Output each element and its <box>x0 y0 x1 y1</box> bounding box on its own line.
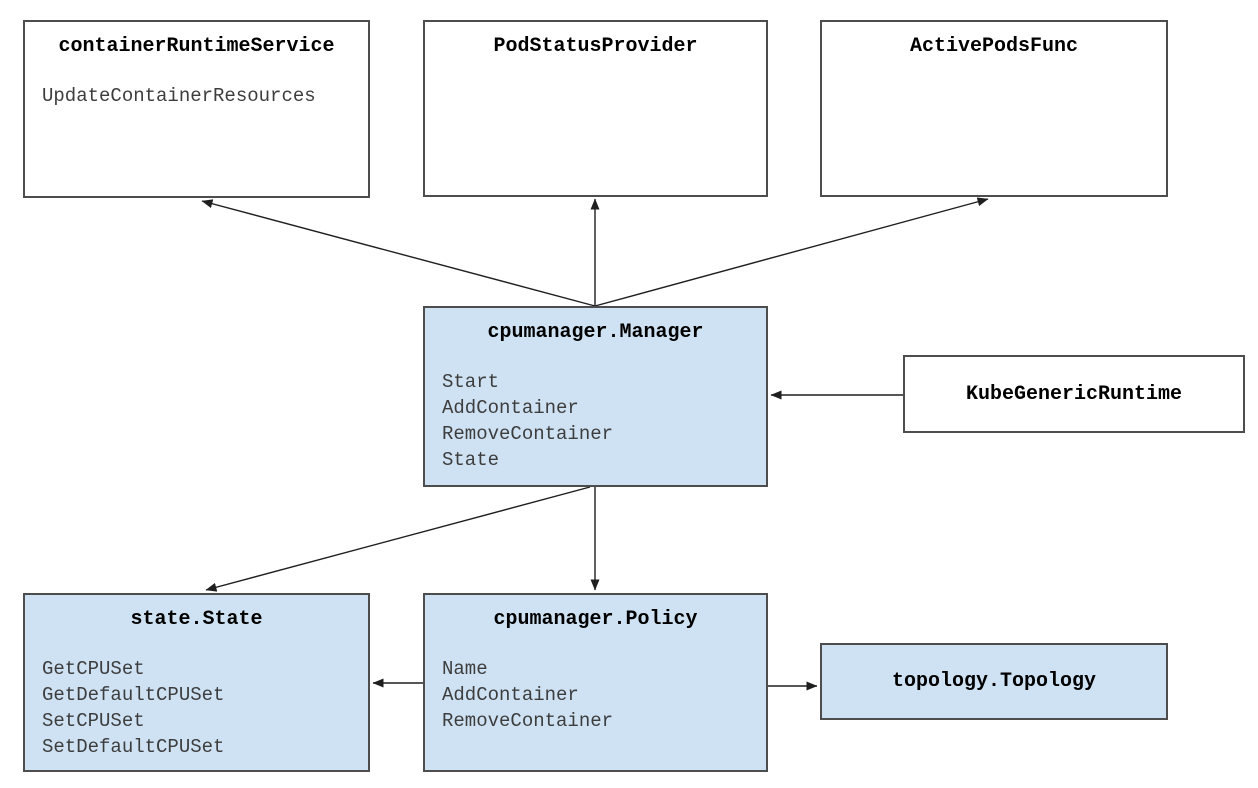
arrow-manager-to-active-pods-func <box>594 197 989 307</box>
method-line: SetCPUSet <box>42 710 145 732</box>
node-container-runtime-service: containerRuntimeService UpdateContainerR… <box>23 20 370 198</box>
method-line: SetDefaultCPUSet <box>42 736 225 758</box>
node-title: PodStatusProvider <box>493 35 698 58</box>
node-pod-status-provider: PodStatusProvider <box>423 20 768 197</box>
node-active-pods-func: ActivePodsFunc <box>820 20 1168 197</box>
node-title: containerRuntimeService <box>58 35 335 58</box>
method-line: GetCPUSet <box>42 658 145 680</box>
node-method-list: UpdateContainerResources <box>25 83 368 109</box>
method-line: Start <box>442 371 500 393</box>
node-cpumanager-policy: cpumanager.Policy Name AddContainer Remo… <box>423 593 768 772</box>
method-line: AddContainer <box>442 397 579 419</box>
node-method-list: Name AddContainer RemoveContainer <box>425 656 766 734</box>
node-state-state: state.State GetCPUSet GetDefaultCPUSet S… <box>23 593 370 772</box>
node-method-list: Start AddContainer RemoveContainer State <box>425 369 766 473</box>
node-title: cpumanager.Policy <box>493 608 698 631</box>
node-title: ActivePodsFunc <box>909 35 1079 58</box>
method-line: RemoveContainer <box>442 710 614 732</box>
node-topology-topology: topology.Topology <box>820 643 1168 720</box>
method-line: GetDefaultCPUSet <box>42 684 225 706</box>
method-line: State <box>442 449 500 471</box>
node-title: state.State <box>130 608 263 631</box>
method-line: UpdateContainerResources <box>42 85 316 107</box>
node-title: topology.Topology <box>891 670 1097 693</box>
node-cpumanager-manager: cpumanager.Manager Start AddContainer Re… <box>423 306 768 487</box>
node-title: KubeGenericRuntime <box>965 382 1183 406</box>
arrow-manager-to-state-state <box>205 486 591 592</box>
node-title: cpumanager.Manager <box>487 321 704 344</box>
method-line: Name <box>442 658 488 680</box>
method-line: AddContainer <box>442 684 579 706</box>
node-kube-generic-runtime: KubeGenericRuntime <box>903 355 1245 433</box>
arrow-manager-to-container-runtime-service <box>201 199 596 307</box>
node-method-list: GetCPUSet GetDefaultCPUSet SetCPUSet Set… <box>25 656 368 760</box>
method-line: RemoveContainer <box>442 423 614 445</box>
